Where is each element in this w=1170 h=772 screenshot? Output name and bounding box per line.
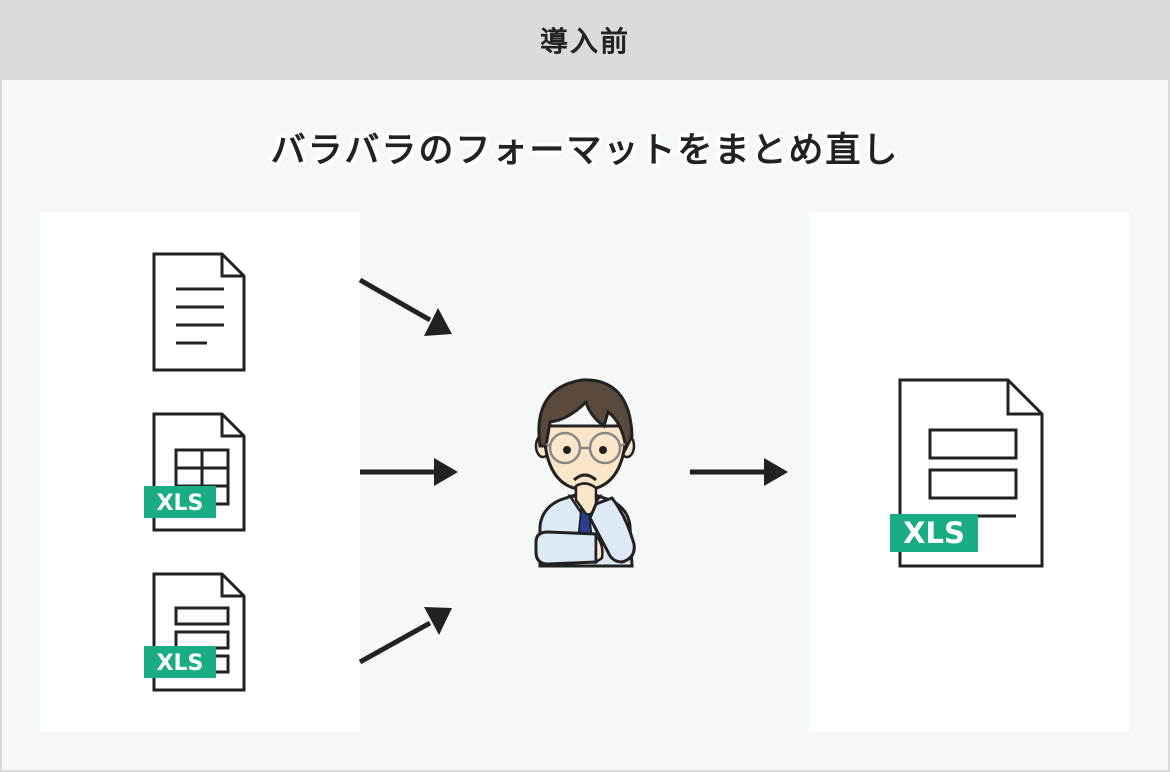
arrow-up-right-icon bbox=[358, 607, 452, 665]
xls-badge-label: XLS bbox=[903, 516, 965, 550]
arrow-right-to-result-icon bbox=[690, 458, 788, 486]
flow-arrows bbox=[358, 277, 788, 665]
xls-result-file-icon: XLS bbox=[890, 378, 1044, 568]
header-title: 導入前 bbox=[539, 25, 630, 58]
xls-badge-label: XLS bbox=[157, 651, 204, 676]
xls-badge-label: XLS bbox=[157, 491, 204, 516]
thinking-man-icon bbox=[534, 378, 636, 568]
header-bar: 導入前 bbox=[0, 0, 1170, 80]
diagram-stage: バラバラのフォーマットをまとめ直し XLS XLS bbox=[2, 80, 1168, 770]
xls-table-file-icon: XLS bbox=[144, 412, 246, 532]
arrow-right-icon bbox=[360, 458, 458, 486]
xls-badge bbox=[890, 514, 978, 552]
xls-badge bbox=[144, 486, 216, 518]
xls-form-file-icon: XLS bbox=[144, 572, 246, 692]
arrow-down-right-icon bbox=[358, 277, 452, 336]
xls-badge bbox=[144, 646, 216, 678]
diagram-subtitle: バラバラのフォーマットをまとめ直し bbox=[270, 131, 900, 171]
text-document-icon bbox=[152, 252, 246, 372]
